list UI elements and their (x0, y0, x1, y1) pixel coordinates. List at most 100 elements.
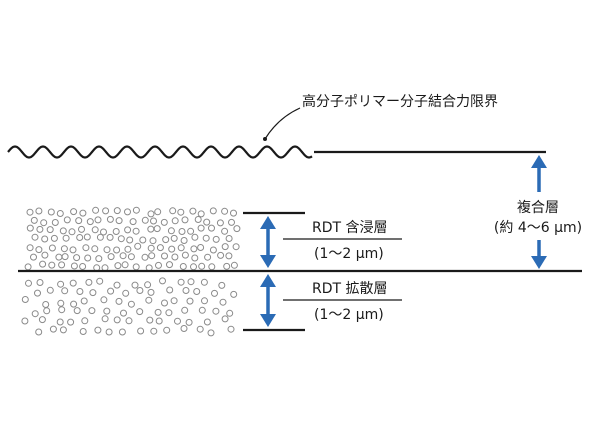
particle (67, 318, 75, 326)
particle (101, 315, 109, 323)
particle (204, 253, 212, 261)
particle (171, 253, 179, 261)
particle (59, 227, 67, 235)
particle (147, 288, 155, 296)
diffusion-layer-label: RDT 拡散層 (312, 281, 388, 297)
particle (150, 327, 158, 335)
particle (221, 315, 229, 323)
particle (88, 307, 96, 315)
particle (124, 226, 132, 234)
particle (113, 246, 121, 254)
particle (132, 263, 140, 271)
particle (102, 207, 110, 215)
particle (70, 208, 78, 216)
particle (79, 209, 87, 217)
particle (163, 326, 171, 334)
particle (162, 236, 170, 244)
particle (115, 217, 123, 225)
particle (225, 252, 233, 260)
particle (63, 216, 71, 224)
particle (85, 278, 93, 286)
particle (221, 207, 229, 215)
particle (96, 277, 104, 285)
particle (219, 298, 227, 306)
particle (41, 235, 49, 243)
particle (141, 253, 149, 261)
particle (125, 317, 133, 325)
particle (56, 318, 64, 326)
particle (30, 216, 38, 224)
particle (60, 245, 68, 253)
particle (70, 300, 78, 308)
particle (113, 207, 121, 215)
particle (122, 289, 130, 297)
particle (113, 281, 121, 289)
particle (95, 255, 103, 263)
particle (50, 234, 58, 242)
composite-thickness-label: (約 4〜6 μm) (494, 220, 582, 236)
particle (81, 317, 89, 325)
particle (145, 296, 153, 304)
particle (69, 246, 77, 254)
particle (159, 277, 166, 285)
particle (185, 318, 193, 326)
particle (161, 252, 168, 260)
particle (107, 253, 115, 261)
particle (136, 287, 144, 294)
particle (36, 225, 44, 233)
particle (197, 244, 205, 251)
composite-up-arrow (531, 155, 547, 192)
particle (30, 253, 37, 261)
particle (193, 288, 201, 295)
particle (76, 288, 84, 295)
particle (61, 253, 69, 261)
particle (153, 225, 161, 233)
particle (106, 215, 114, 223)
particle (177, 278, 185, 286)
particle (170, 297, 178, 305)
particle (91, 226, 99, 234)
particle (149, 237, 157, 245)
particle (166, 286, 174, 294)
particle (39, 260, 47, 268)
particle (177, 244, 185, 252)
particle (154, 308, 162, 316)
particle (51, 219, 59, 226)
particle (112, 228, 120, 235)
particle (217, 251, 225, 259)
particle (105, 328, 113, 336)
particle (24, 263, 32, 271)
particle (58, 261, 66, 269)
particle (68, 228, 76, 236)
diffusion-thickness-label: (1〜2 μm) (314, 307, 384, 323)
particle (207, 329, 215, 337)
particle (147, 244, 155, 252)
particle (155, 317, 163, 325)
particle (202, 234, 210, 242)
particle (49, 325, 57, 333)
particle (144, 281, 152, 289)
particle (46, 286, 54, 294)
composite-layer-label: 複合層 (517, 199, 559, 216)
particle (178, 228, 186, 235)
particle (94, 326, 102, 334)
particle (200, 278, 208, 286)
particle (190, 245, 198, 253)
particle (94, 216, 102, 224)
particle (59, 326, 67, 334)
particle (179, 263, 187, 270)
particle (233, 225, 241, 233)
particle (232, 243, 240, 251)
particle (136, 308, 144, 316)
particle (129, 218, 137, 226)
particle (208, 224, 215, 232)
polymer-surface-wave (7, 145, 313, 159)
particle (48, 261, 56, 269)
composite-down-arrow (531, 240, 547, 269)
particle (187, 227, 195, 235)
particle (84, 254, 92, 262)
particle (180, 325, 188, 332)
particle (181, 251, 189, 259)
diffusion-thickness-arrow (260, 274, 276, 327)
